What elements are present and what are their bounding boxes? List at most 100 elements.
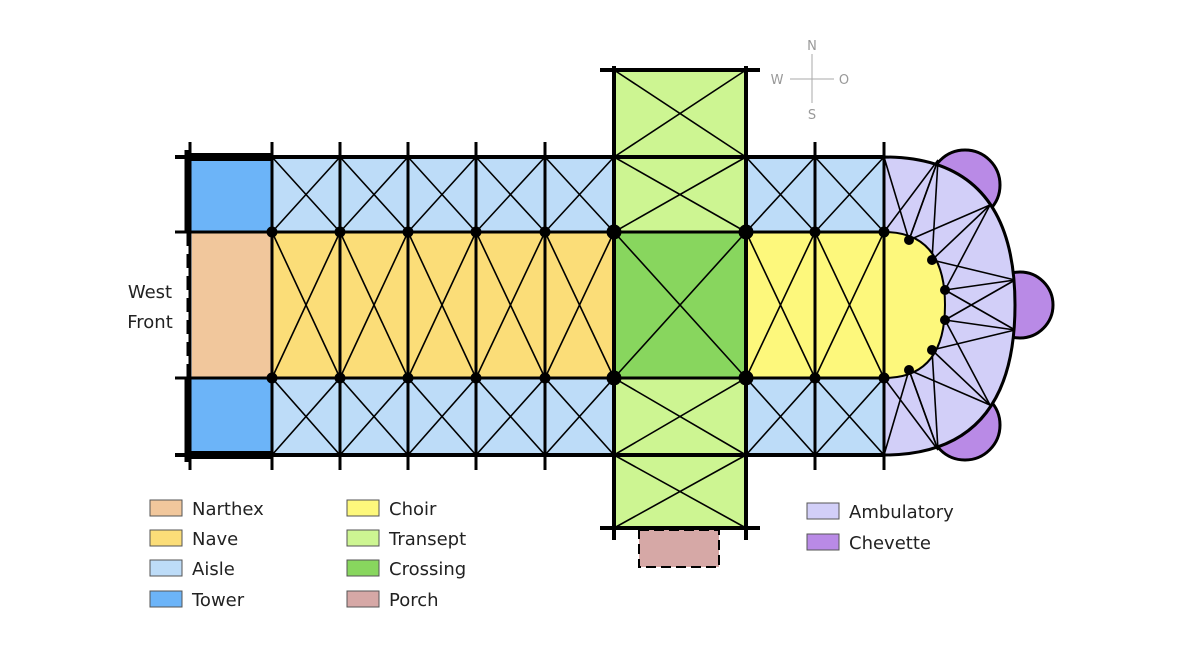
- legend-item-choir: Choir: [346, 499, 437, 520]
- wall-line: [745, 231, 816, 379]
- legend-label: Transept: [388, 529, 466, 550]
- wall-line: [883, 156, 910, 241]
- wall-line: [613, 69, 747, 158]
- west-front-label-1: West: [128, 282, 172, 303]
- wall-line: [814, 231, 885, 379]
- wall-line: [944, 319, 991, 406]
- legend-item-nave: Nave: [149, 529, 238, 550]
- west-front-label-2: Front: [127, 312, 173, 333]
- wall-line: [908, 204, 991, 241]
- wall-line: [931, 349, 991, 406]
- wall-line: [931, 329, 1016, 351]
- wall-line: [908, 159, 939, 241]
- wall-line: [883, 369, 910, 456]
- legend-item-ambulatory: Ambulatory: [806, 502, 954, 523]
- pier: [927, 345, 937, 355]
- legend-swatch: [149, 590, 183, 608]
- legend-label: Crossing: [389, 559, 466, 580]
- wall-line: [883, 377, 939, 451]
- wall-line: [271, 156, 341, 233]
- wall-line: [814, 377, 885, 456]
- legend-label: Chevette: [849, 533, 931, 554]
- pier: [334, 372, 346, 384]
- legend-item-aisle: Aisle: [149, 559, 235, 580]
- wall-line: [613, 231, 747, 379]
- wall-line: [339, 156, 409, 233]
- legend-swatch: [346, 559, 380, 577]
- wall-line: [271, 231, 341, 379]
- pier: [904, 235, 914, 245]
- legend-item-crossing: Crossing: [346, 559, 466, 580]
- tower-north: [190, 157, 272, 232]
- pier: [470, 226, 482, 238]
- legend-label: Tower: [191, 590, 245, 611]
- wall-line: [931, 204, 991, 261]
- wall-line: [475, 377, 546, 456]
- wall-line: [931, 159, 939, 261]
- legend-label: Aisle: [192, 559, 235, 580]
- wall-line: [544, 377, 615, 456]
- legend-label: Narthex: [192, 499, 264, 520]
- wall-line: [271, 377, 341, 456]
- legend-swatch: [806, 533, 840, 551]
- legend-item-tower: Tower: [149, 590, 245, 611]
- porch: [638, 529, 720, 568]
- ambulatory: [882, 155, 1017, 457]
- wall-line: [339, 231, 409, 379]
- compass: N S W O: [771, 39, 850, 123]
- pier: [266, 226, 278, 238]
- pier: [809, 226, 821, 238]
- legend-label: Ambulatory: [849, 502, 954, 523]
- wall-line: [475, 156, 546, 233]
- wall-line: [908, 369, 939, 451]
- legend-swatch: [149, 499, 183, 517]
- pier: [402, 372, 414, 384]
- pier: [470, 372, 482, 384]
- wall-line: [544, 231, 615, 379]
- wall-line: [475, 231, 546, 379]
- wall-line: [613, 377, 747, 456]
- wall-line: [944, 319, 1016, 331]
- legend-swatch: [149, 529, 183, 547]
- pier: [809, 372, 821, 384]
- wall-line: [944, 289, 1016, 331]
- legend-label: Nave: [192, 529, 238, 550]
- pier: [402, 226, 414, 238]
- compass-south: S: [808, 108, 816, 123]
- pier: [738, 370, 754, 386]
- wall-line: [745, 377, 816, 456]
- legend-swatch: [806, 502, 840, 520]
- wall-line: [544, 156, 615, 233]
- wall-line: [814, 156, 885, 233]
- compass-east: O: [839, 73, 849, 88]
- wall-line: [613, 454, 747, 529]
- legend-label: Porch: [389, 590, 439, 611]
- legend-item-porch: Porch: [346, 590, 439, 611]
- legend-item-narthex: Narthex: [149, 499, 264, 520]
- wall-line: [407, 231, 477, 379]
- legend-swatch: [346, 529, 380, 547]
- legend-item-chevette: Chevette: [806, 533, 931, 554]
- pier: [878, 372, 890, 384]
- wall-line: [944, 204, 991, 291]
- wall-line: [883, 159, 939, 233]
- wall-line: [745, 156, 816, 233]
- compass-west: W: [771, 73, 784, 88]
- compass-north: N: [807, 39, 817, 54]
- wall-line: [944, 279, 1016, 321]
- wall-line: [908, 369, 991, 406]
- narthex: [192, 232, 272, 378]
- wall-line: [931, 259, 1016, 281]
- pier: [940, 285, 950, 295]
- wall-line: [407, 377, 477, 456]
- wall-line: [339, 377, 409, 456]
- pier: [539, 372, 551, 384]
- pier: [878, 226, 890, 238]
- pier: [334, 226, 346, 238]
- pier: [738, 224, 754, 240]
- wall-line: [613, 156, 747, 233]
- legend-swatch: [346, 499, 380, 517]
- legend-item-transept: Transept: [346, 529, 466, 550]
- tower-south: [190, 378, 272, 455]
